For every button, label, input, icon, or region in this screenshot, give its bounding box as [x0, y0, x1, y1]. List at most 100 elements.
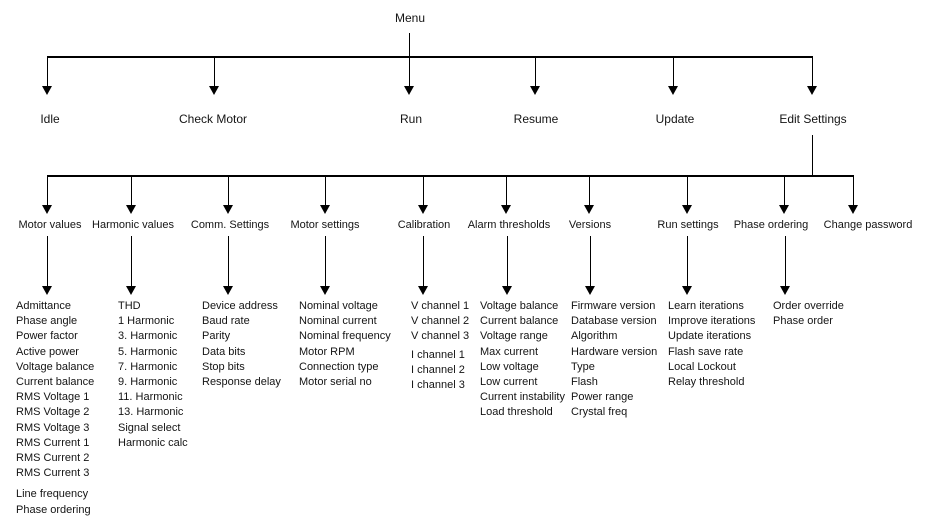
menu-item: Parity [202, 330, 231, 343]
arrow-down-icon [811, 56, 813, 86]
menu-item: 9. Harmonic [118, 376, 178, 389]
menu-item: Phase ordering [16, 503, 91, 516]
menu-item: Flash save rate [668, 345, 744, 358]
menu-item: Admittance [16, 300, 72, 312]
menu-item: Max current [480, 345, 539, 358]
arrow-down-icon [227, 175, 229, 205]
menu-item: 1 Harmonic [118, 315, 175, 328]
menu-item: Local Lockout [668, 360, 736, 373]
node-idle: Idle [40, 112, 60, 126]
menu-item: I channel 3 [411, 379, 465, 392]
menu-item: Flash [571, 376, 598, 389]
menu-item: 13. Harmonic [118, 406, 184, 419]
menu-item: Crystal freq [571, 406, 628, 419]
menu-item: RMS Current 3 [16, 467, 90, 480]
arrow-down-icon [852, 175, 854, 205]
menu-item: Phase order [773, 315, 833, 328]
arrow-down-icon [408, 56, 410, 86]
menu-item: Hardware version [571, 345, 658, 358]
menu-item: Motor serial no [299, 376, 372, 389]
menu-item: Motor RPM [299, 345, 355, 358]
node-menu: Menu [394, 11, 426, 25]
menu-item: 7. Harmonic [118, 360, 178, 373]
connector-line [47, 175, 854, 177]
node-phase-ordering: Phase ordering [733, 219, 809, 231]
node-edit-settings: Edit Settings [779, 112, 847, 126]
menu-item: 3. Harmonic [118, 330, 178, 343]
node-versions: Versions [568, 219, 612, 231]
node-run-settings: Run settings [657, 219, 719, 231]
arrow-down-icon [46, 236, 48, 286]
menu-item: Current balance [16, 376, 95, 389]
menu-item: Database version [571, 315, 657, 328]
menu-item: RMS Voltage 1 [16, 391, 90, 404]
menu-item: Response delay [202, 376, 281, 389]
connector-line [408, 33, 410, 56]
menu-item: Voltage range [480, 330, 548, 343]
menu-item: Harmonic calc [118, 436, 188, 449]
node-motor-settings: Motor settings [290, 219, 360, 231]
menu-item: Nominal current [299, 315, 377, 328]
menu-item: Improve iterations [668, 315, 756, 328]
menu-item: RMS Voltage 3 [16, 421, 90, 434]
menu-item: Relay threshold [668, 376, 745, 389]
menu-item: Line frequency [16, 488, 89, 501]
arrow-down-icon [686, 175, 688, 205]
menu-item: Low current [480, 376, 538, 389]
menu-item: Current balance [480, 315, 559, 328]
node-run: Run [399, 112, 422, 126]
arrow-down-icon [130, 175, 132, 205]
menu-item: Nominal voltage [299, 300, 378, 312]
arrow-down-icon [784, 236, 786, 286]
menu-item: Connection type [299, 360, 379, 373]
menu-item: Order override [773, 300, 844, 312]
node-calibration: Calibration [397, 219, 451, 231]
menu-item: Low voltage [480, 360, 539, 373]
arrow-down-icon [324, 175, 326, 205]
node-motor-values: Motor values [18, 219, 82, 231]
arrow-down-icon [783, 175, 785, 205]
arrow-down-icon [589, 236, 591, 286]
menu-item: Firmware version [571, 300, 656, 312]
node-resume: Resume [513, 112, 559, 126]
arrow-down-icon [588, 175, 590, 205]
connector-line [47, 56, 813, 58]
menu-item: V channel 2 [411, 315, 470, 328]
menu-item: Nominal frequency [299, 330, 391, 343]
arrow-down-icon [324, 236, 326, 286]
menu-item: Update iterations [668, 330, 752, 343]
arrow-down-icon [130, 236, 132, 286]
arrow-down-icon [506, 236, 508, 286]
arrow-down-icon [46, 175, 48, 205]
menu-item: Active power [16, 345, 79, 358]
connector-line [811, 135, 813, 175]
menu-item: Power range [571, 391, 634, 404]
menu-item: Type [571, 360, 595, 373]
node-harmonic-values: Harmonic values [92, 219, 174, 231]
menu-item: Learn iterations [668, 300, 744, 312]
menu-item: Device address [202, 300, 278, 312]
node-alarm-thresholds: Alarm thresholds [467, 219, 551, 231]
menu-item: Baud rate [202, 315, 250, 328]
menu-item: Data bits [202, 345, 246, 358]
menu-item: V channel 3 [411, 330, 470, 343]
menu-item: THD [118, 300, 141, 312]
arrow-down-icon [686, 236, 688, 286]
arrow-down-icon [422, 175, 424, 205]
arrow-down-icon [505, 175, 507, 205]
arrow-down-icon [422, 236, 424, 286]
arrow-down-icon [46, 56, 48, 86]
menu-item: Phase angle [16, 315, 78, 328]
node-comm-settings: Comm. Settings [190, 219, 270, 231]
menu-item: RMS Voltage 2 [16, 406, 90, 419]
menu-item: I channel 1 [411, 348, 465, 361]
menu-item: V channel 1 [411, 300, 470, 312]
arrow-down-icon [227, 236, 229, 286]
